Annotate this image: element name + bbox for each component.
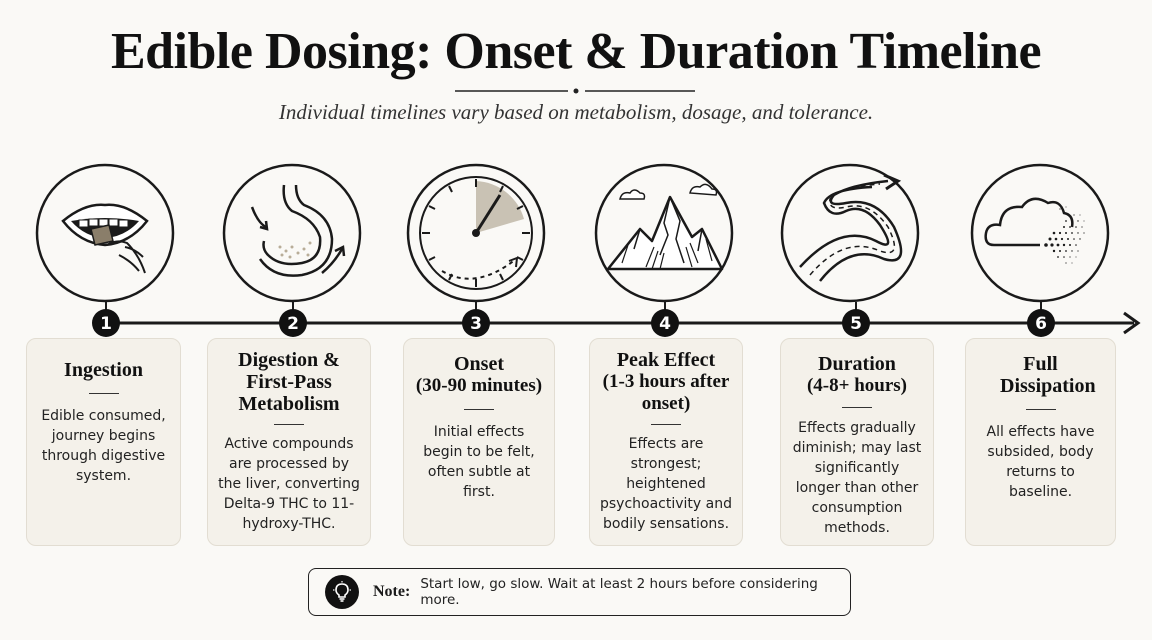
- step-marker: 6: [1027, 309, 1055, 337]
- step-title: Ingestion: [64, 359, 143, 381]
- step-description: All effects have subsided, body returns …: [986, 424, 1095, 500]
- step-number: 4: [659, 314, 671, 334]
- step-number: 1: [100, 314, 112, 334]
- divider: [1025, 409, 1056, 410]
- step-title: Peak Effect: [616, 349, 716, 371]
- mountain-peak-icon: [594, 163, 734, 303]
- step-description: Effects are strongest; heightened psycho…: [600, 436, 732, 532]
- step-marker: 3: [462, 309, 490, 337]
- step-number: 6: [1035, 314, 1047, 334]
- step-timeframe: (4-8+ hours): [806, 375, 908, 396]
- page-title: Edible Dosing: Onset & Duration Timeline: [110, 23, 1042, 80]
- divider: [88, 393, 119, 394]
- note-label: Note:: [373, 583, 411, 600]
- mouth-ingesting-icon: [35, 163, 175, 303]
- note-text: Start low, go slow. Wait at least 2 hour…: [420, 576, 818, 608]
- step-marker: 4: [651, 309, 679, 337]
- page-subtitle: Individual timelines vary based on metab…: [278, 100, 874, 124]
- step-timeframe: (1-3 hours after onset): [602, 371, 730, 414]
- timeline-axis: 1 2 3 4 5 6: [92, 300, 1141, 337]
- step-number: 3: [470, 314, 482, 334]
- step-title: Digestion & First-Pass Metabolism: [238, 349, 340, 415]
- step-card-peak-effect: Peak Effect (1-3 hours after onset) Effe…: [589, 338, 743, 546]
- title-divider: [455, 88, 695, 94]
- dissipating-cloud-icon: [970, 163, 1110, 303]
- step-description: Edible consumed, journey begins through …: [41, 408, 166, 484]
- divider: [274, 424, 304, 425]
- step-title: Full Dissipation: [1000, 353, 1096, 397]
- step-card-onset: Onset (30-90 minutes) Initial effects be…: [403, 338, 555, 546]
- step-marker: 1: [92, 309, 120, 337]
- step-description: Active compounds are processed by the li…: [218, 436, 360, 532]
- step-description: Initial effects begin to be felt, often …: [423, 424, 535, 500]
- stomach-digestion-icon: [222, 163, 362, 303]
- clock-icon: [406, 163, 546, 303]
- winding-road-icon: [780, 163, 920, 303]
- divider: [842, 407, 872, 408]
- step-number: 2: [287, 314, 299, 334]
- step-card-full-dissipation: Full Dissipation All effects have subsid…: [965, 338, 1116, 546]
- step-marker: 5: [842, 309, 870, 337]
- note-box: Note: Start low, go slow. Wait at least …: [308, 568, 851, 616]
- divider: [464, 409, 494, 410]
- step-marker: 2: [279, 309, 307, 337]
- step-title: Onset: [454, 353, 504, 375]
- step-timeframe: (30-90 minutes): [415, 375, 543, 396]
- step-number: 5: [850, 314, 862, 334]
- step-card-digestion: Digestion & First-Pass Metabolism Active…: [207, 338, 371, 546]
- step-card-ingestion: Ingestion Edible consumed, journey begin…: [26, 338, 181, 546]
- step-card-duration: Duration (4-8+ hours) Effects gradually …: [780, 338, 934, 546]
- step-title: Duration: [818, 353, 896, 375]
- divider: [651, 424, 681, 425]
- lightbulb-icon: [325, 575, 359, 609]
- step-description: Effects gradually diminish; may last sig…: [792, 420, 922, 536]
